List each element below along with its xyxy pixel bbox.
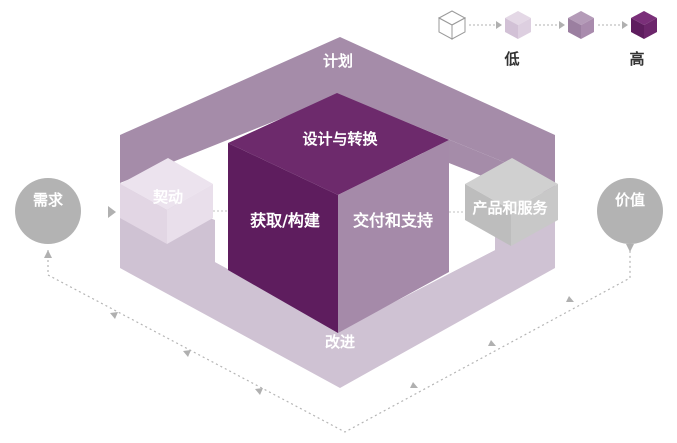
legend-arrow-icon [622,21,628,29]
loop-arrow-icon [183,350,191,357]
ring-bottom-label: 改进 [325,333,355,351]
loop-arrow-icon [566,296,574,302]
output-node: 价值 [597,178,663,244]
center-left-label: 获取/构建 [250,211,320,230]
center-top-label: 设计与转换 [302,130,378,148]
loop-arrow-icon [255,388,263,395]
legend-arrow-icon [559,21,565,29]
right-cube-label: 产品和服务 [472,199,548,217]
legend-cube-icon [505,11,531,39]
ring-top-label: 计划 [323,52,353,70]
left-cube: 契动 [120,158,213,244]
input-label: 需求 [33,191,64,209]
legend-cube-icon [568,11,594,39]
loop-arrow-icon [410,382,418,388]
right-cube: 产品和服务 [465,158,558,246]
input-arrow-icon [108,206,116,218]
legend: 低 高 [437,10,657,68]
input-node: 需求 [15,178,81,244]
output-label: 价值 [615,191,645,209]
legend-arrow-icon [496,21,502,29]
feedback-loop [47,250,631,433]
left-cube-label: 契动 [152,188,183,206]
loop-arrow-icon [626,244,634,252]
loop-arrow-icon [488,340,496,346]
legend-cube-icon [631,11,657,39]
legend-high-label: 高 [629,50,644,68]
loop-arrow-icon [110,312,118,319]
ring-top-face [120,37,555,183]
feedback-arrows [44,244,634,395]
loop-arrow-icon [44,250,52,258]
center-cube: 设计与转换 获取/构建 交付和支持 [228,93,449,333]
legend-cube-icon [437,10,467,40]
legend-low-label: 低 [503,50,519,68]
center-right-label: 交付和支持 [353,211,433,230]
